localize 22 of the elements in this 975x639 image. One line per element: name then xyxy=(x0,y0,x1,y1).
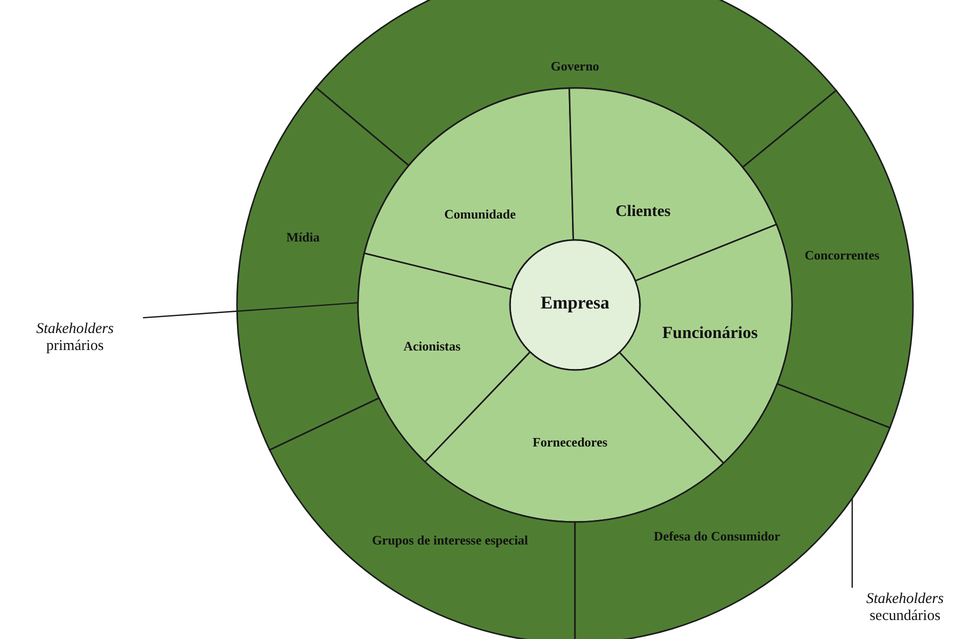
segment-label: Empresa xyxy=(540,292,610,314)
leader-line xyxy=(142,302,358,318)
ring-segment xyxy=(424,351,724,523)
segment-label: Fornecedores xyxy=(532,436,608,450)
ring-segment xyxy=(357,252,531,463)
ring-segment xyxy=(315,0,837,168)
ring-segment xyxy=(618,224,793,464)
segment-label: Acionistas xyxy=(403,340,461,354)
center-circle xyxy=(509,239,641,371)
callout-text: Stakeholders secundários xyxy=(840,590,970,626)
segment-label: Grupos de interesse especial xyxy=(370,534,530,548)
segment-label: Mídia xyxy=(286,230,320,246)
segment-label: Funcionários xyxy=(662,323,758,343)
leader-line xyxy=(852,498,853,588)
segment-label: Clientes xyxy=(615,202,671,222)
segment-label: Comunidade xyxy=(444,208,516,222)
segment-label: Defesa do Consumidor xyxy=(654,530,780,544)
ring-segment xyxy=(568,87,778,282)
callout-text: Stakeholders primários xyxy=(10,320,140,356)
segment-label: Concorrentes xyxy=(804,248,880,264)
ring-segment xyxy=(364,87,574,290)
segment-label: Governo xyxy=(550,60,600,74)
